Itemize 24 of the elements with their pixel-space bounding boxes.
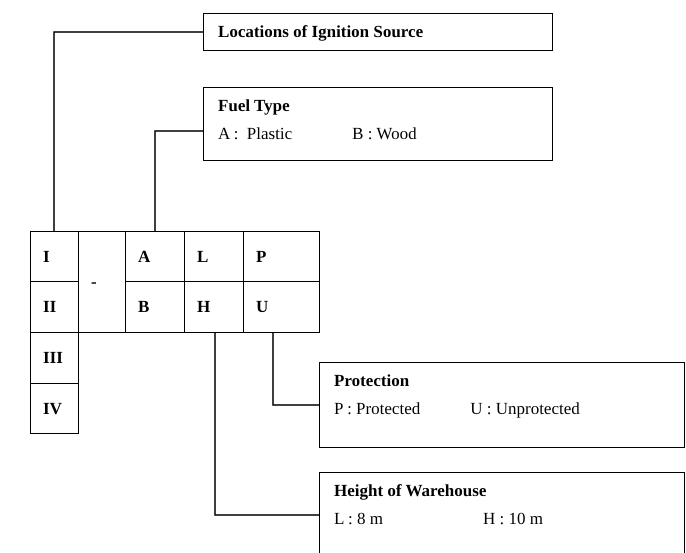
heading: Height of Warehouse	[334, 481, 488, 501]
code-cell: P	[243, 231, 320, 282]
legend-box	[319, 472, 685, 553]
code-cell: IV	[30, 383, 79, 434]
legend-box	[203, 87, 553, 161]
legend-item: U : Unprotected	[470, 399, 580, 419]
code-cell: U	[243, 281, 320, 333]
separator-cell: -	[78, 231, 126, 333]
heading: Locations of Ignition Source	[218, 22, 424, 42]
title-box	[203, 13, 553, 51]
leader-line	[53, 31, 203, 231]
code-cell: I	[30, 231, 79, 282]
code-cell: III	[30, 332, 79, 384]
leader-line	[214, 333, 319, 516]
heading: Protection	[334, 371, 410, 391]
legend-item: B : Wood	[352, 124, 417, 144]
legend-item: P : Protected	[334, 399, 420, 419]
legend-box	[319, 362, 685, 448]
heading: Fuel Type	[218, 96, 291, 116]
legend-item: A : Plastic	[218, 124, 292, 144]
legend-item: H : 10 m	[482, 509, 543, 529]
leader-line	[272, 333, 319, 406]
leader-line	[154, 130, 203, 231]
legend-item: L : 8 m	[334, 509, 383, 529]
